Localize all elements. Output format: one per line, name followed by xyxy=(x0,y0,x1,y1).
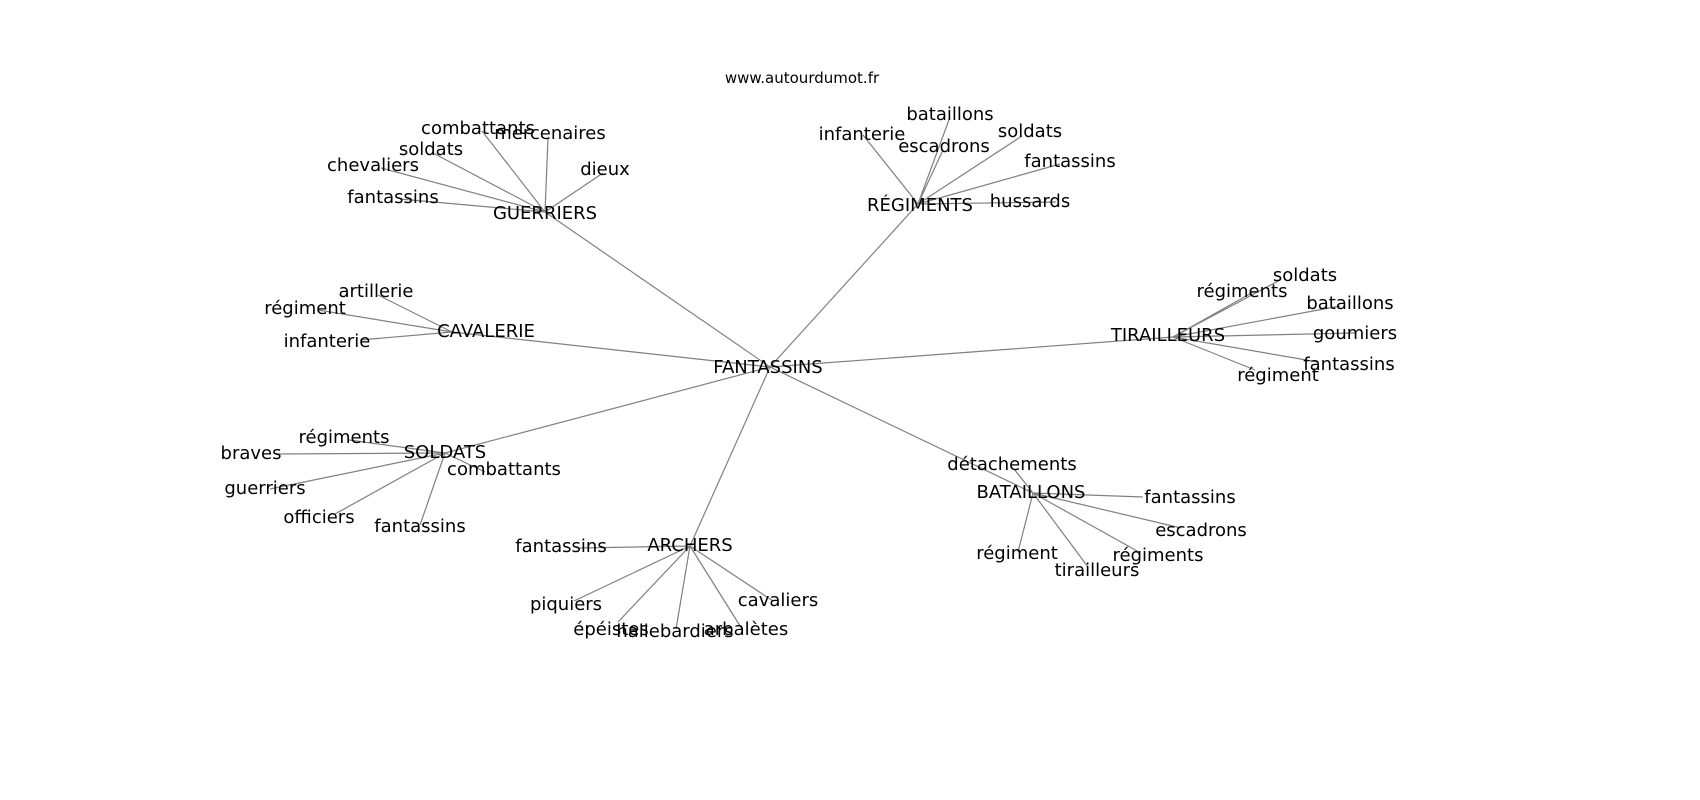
leaf-node-guerriers-5: fantassins xyxy=(347,187,438,208)
leaf-node-guerriers-2: soldats xyxy=(399,139,463,160)
leaf-node-guerriers-4: chevaliers xyxy=(327,155,419,176)
leaf-node-archers-2: piquiers xyxy=(530,594,602,615)
edge-soldats-leaf-3 xyxy=(269,452,446,490)
leaf-node-regiments-2: escadrons xyxy=(898,136,990,157)
leaf-node-archers-4: hallebardiers xyxy=(616,621,733,642)
edge-regiments-leaf-0 xyxy=(917,116,951,205)
edge-archers-leaf-3 xyxy=(617,545,691,623)
leaf-node-tirailleurs-1: régiments xyxy=(1197,281,1288,302)
edge-guerriers-leaf-2 xyxy=(432,152,546,213)
edge-regiments-leaf-5 xyxy=(917,201,1057,205)
center-node-label: FANTASSINS xyxy=(713,357,822,378)
edge-center-archers xyxy=(689,366,771,547)
edge-bataillons-leaf-2 xyxy=(1032,492,1182,529)
edge-archers-leaf-2 xyxy=(573,545,691,602)
leaf-node-archers-0: fantassins xyxy=(515,536,606,557)
edge-center-cavalerie xyxy=(451,331,771,368)
edge-bataillons-leaf-5 xyxy=(1032,492,1089,568)
edge-cavalerie-leaf-0 xyxy=(377,294,453,333)
leaf-node-soldats-5: fantassins xyxy=(374,516,465,537)
labels-layer: FANTASSINSGUERRIERScombattantsmercenaire… xyxy=(221,104,1398,642)
leaf-node-bataillons-1: fantassins xyxy=(1144,487,1235,508)
edge-soldats-leaf-0 xyxy=(348,439,446,454)
edge-archers-leaf-0 xyxy=(579,545,691,549)
edge-guerriers-leaf-1 xyxy=(544,137,549,213)
edge-regiments-leaf-3 xyxy=(917,135,1023,205)
edge-tirailleurs-leaf-3 xyxy=(1172,332,1356,338)
leaf-node-guerriers-3: dieux xyxy=(580,159,630,180)
edge-soldats-leaf-2 xyxy=(444,452,486,473)
edge-tirailleurs-leaf-1 xyxy=(1172,290,1256,338)
edge-center-regiments xyxy=(769,203,919,368)
leaf-node-soldats-2: combattants xyxy=(447,459,561,480)
leaf-node-cavalerie-2: infanterie xyxy=(284,331,371,352)
leaf-node-bataillons-5: tirailleurs xyxy=(1055,560,1140,581)
leaf-node-cavalerie-1: régiment xyxy=(264,298,346,319)
leaf-node-cavalerie-0: artillerie xyxy=(338,281,413,302)
hub-node-guerriers: GUERRIERS xyxy=(493,203,597,224)
edge-tirailleurs-leaf-4 xyxy=(1172,336,1319,363)
leaf-node-tirailleurs-3: goumiers xyxy=(1313,323,1397,344)
edge-tirailleurs-leaf-2 xyxy=(1172,305,1341,338)
hub-node-bataillons: BATAILLONS xyxy=(977,482,1086,503)
leaf-node-regiments-0: bataillons xyxy=(906,104,993,125)
edge-tirailleurs-leaf-5 xyxy=(1172,336,1256,371)
edge-guerriers-leaf-4 xyxy=(380,167,546,213)
leaf-node-archers-1: cavaliers xyxy=(738,590,818,611)
edges-layer xyxy=(269,116,1356,630)
leaf-node-bataillons-3: régiment xyxy=(976,543,1058,564)
edge-archers-leaf-4 xyxy=(675,545,691,630)
hub-node-regiments: RÉGIMENTS xyxy=(867,194,973,216)
edge-archers-leaf-1 xyxy=(689,545,774,602)
leaf-node-guerriers-1: mercenaires xyxy=(494,123,605,144)
hub-node-archers: ARCHERS xyxy=(647,535,732,556)
leaf-node-guerriers-0: combattants xyxy=(421,118,535,139)
leaf-node-regiments-3: soldats xyxy=(998,121,1062,142)
edge-regiments-leaf-1 xyxy=(862,134,919,205)
edge-center-bataillons xyxy=(769,366,1034,494)
leaf-node-archers-5: arbalètes xyxy=(704,619,788,640)
edge-guerriers-leaf-5 xyxy=(399,198,546,213)
leaf-node-regiments-1: infanterie xyxy=(819,124,906,145)
edge-bataillons-leaf-0 xyxy=(1013,468,1034,494)
leaf-node-archers-3: épéistes xyxy=(573,619,648,640)
edge-center-guerriers xyxy=(544,211,771,368)
leaf-node-tirailleurs-0: soldats xyxy=(1273,265,1337,286)
hub-node-tirailleurs: TIRAILLEURS xyxy=(1110,325,1225,346)
edge-center-tirailleurs xyxy=(769,336,1174,368)
leaf-node-soldats-3: guerriers xyxy=(224,478,305,499)
edge-regiments-leaf-2 xyxy=(917,149,944,205)
hub-node-soldats: SOLDATS xyxy=(404,442,487,463)
leaf-node-bataillons-0: détachements xyxy=(947,454,1076,475)
leaf-node-regiments-5: hussards xyxy=(990,191,1071,212)
leaf-node-tirailleurs-2: bataillons xyxy=(1306,293,1393,314)
edge-guerriers-leaf-0 xyxy=(481,130,546,213)
edge-regiments-leaf-4 xyxy=(917,163,1061,205)
edge-soldats-leaf-5 xyxy=(419,452,446,526)
edge-center-soldats xyxy=(444,366,771,454)
edge-guerriers-leaf-3 xyxy=(544,172,604,213)
hub-node-cavalerie: CAVALERIE xyxy=(437,321,535,342)
leaf-node-soldats-1: braves xyxy=(221,443,282,464)
site-credit: www.autourdumot.fr xyxy=(725,69,880,87)
edge-soldats-leaf-1 xyxy=(275,452,446,455)
leaf-node-tirailleurs-4: fantassins xyxy=(1303,354,1394,375)
leaf-node-tirailleurs-5: régiment xyxy=(1237,365,1319,386)
leaf-node-bataillons-2: escadrons xyxy=(1155,520,1247,541)
leaf-node-soldats-0: régiments xyxy=(299,427,390,448)
edge-cavalerie-leaf-1 xyxy=(317,309,453,333)
edge-cavalerie-leaf-2 xyxy=(359,331,453,341)
leaf-node-bataillons-4: régiments xyxy=(1113,545,1204,566)
edge-bataillons-leaf-3 xyxy=(1017,492,1034,553)
edge-bataillons-leaf-4 xyxy=(1032,492,1140,553)
edge-archers-leaf-5 xyxy=(689,545,743,630)
edge-bataillons-leaf-1 xyxy=(1032,492,1144,498)
leaf-node-soldats-4: officiers xyxy=(283,507,354,528)
leaf-node-regiments-4: fantassins xyxy=(1024,151,1115,172)
edge-soldats-leaf-4 xyxy=(334,452,446,515)
